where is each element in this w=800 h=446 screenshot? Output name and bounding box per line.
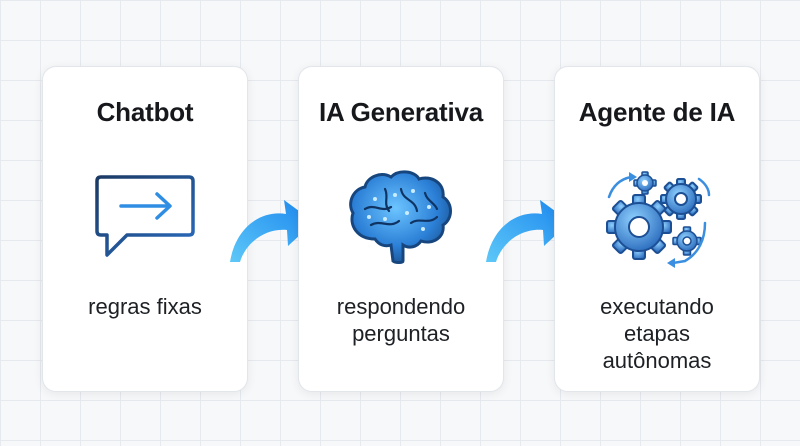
step-title: Agente de IA — [578, 97, 736, 127]
curved-arrow-icon — [226, 192, 318, 271]
step-title: IA Generativa — [318, 97, 484, 127]
step-description: executando etapas autônomas — [600, 294, 714, 373]
step-title: Chatbot — [96, 97, 194, 127]
step-card-chatbot: Chatbot regras fixas — [42, 66, 248, 392]
step-description: regras fixas — [88, 294, 202, 319]
curved-arrow-icon — [482, 192, 574, 271]
gears-icon — [599, 169, 715, 274]
step-card-ai-agent: Agente de IA — [554, 66, 760, 392]
brain-icon — [345, 169, 457, 270]
chat-arrow-icon — [93, 169, 197, 268]
step-card-generative-ai: IA Generativa respondendo perguntas — [298, 66, 504, 392]
step-description: respondendo perguntas — [336, 294, 466, 346]
